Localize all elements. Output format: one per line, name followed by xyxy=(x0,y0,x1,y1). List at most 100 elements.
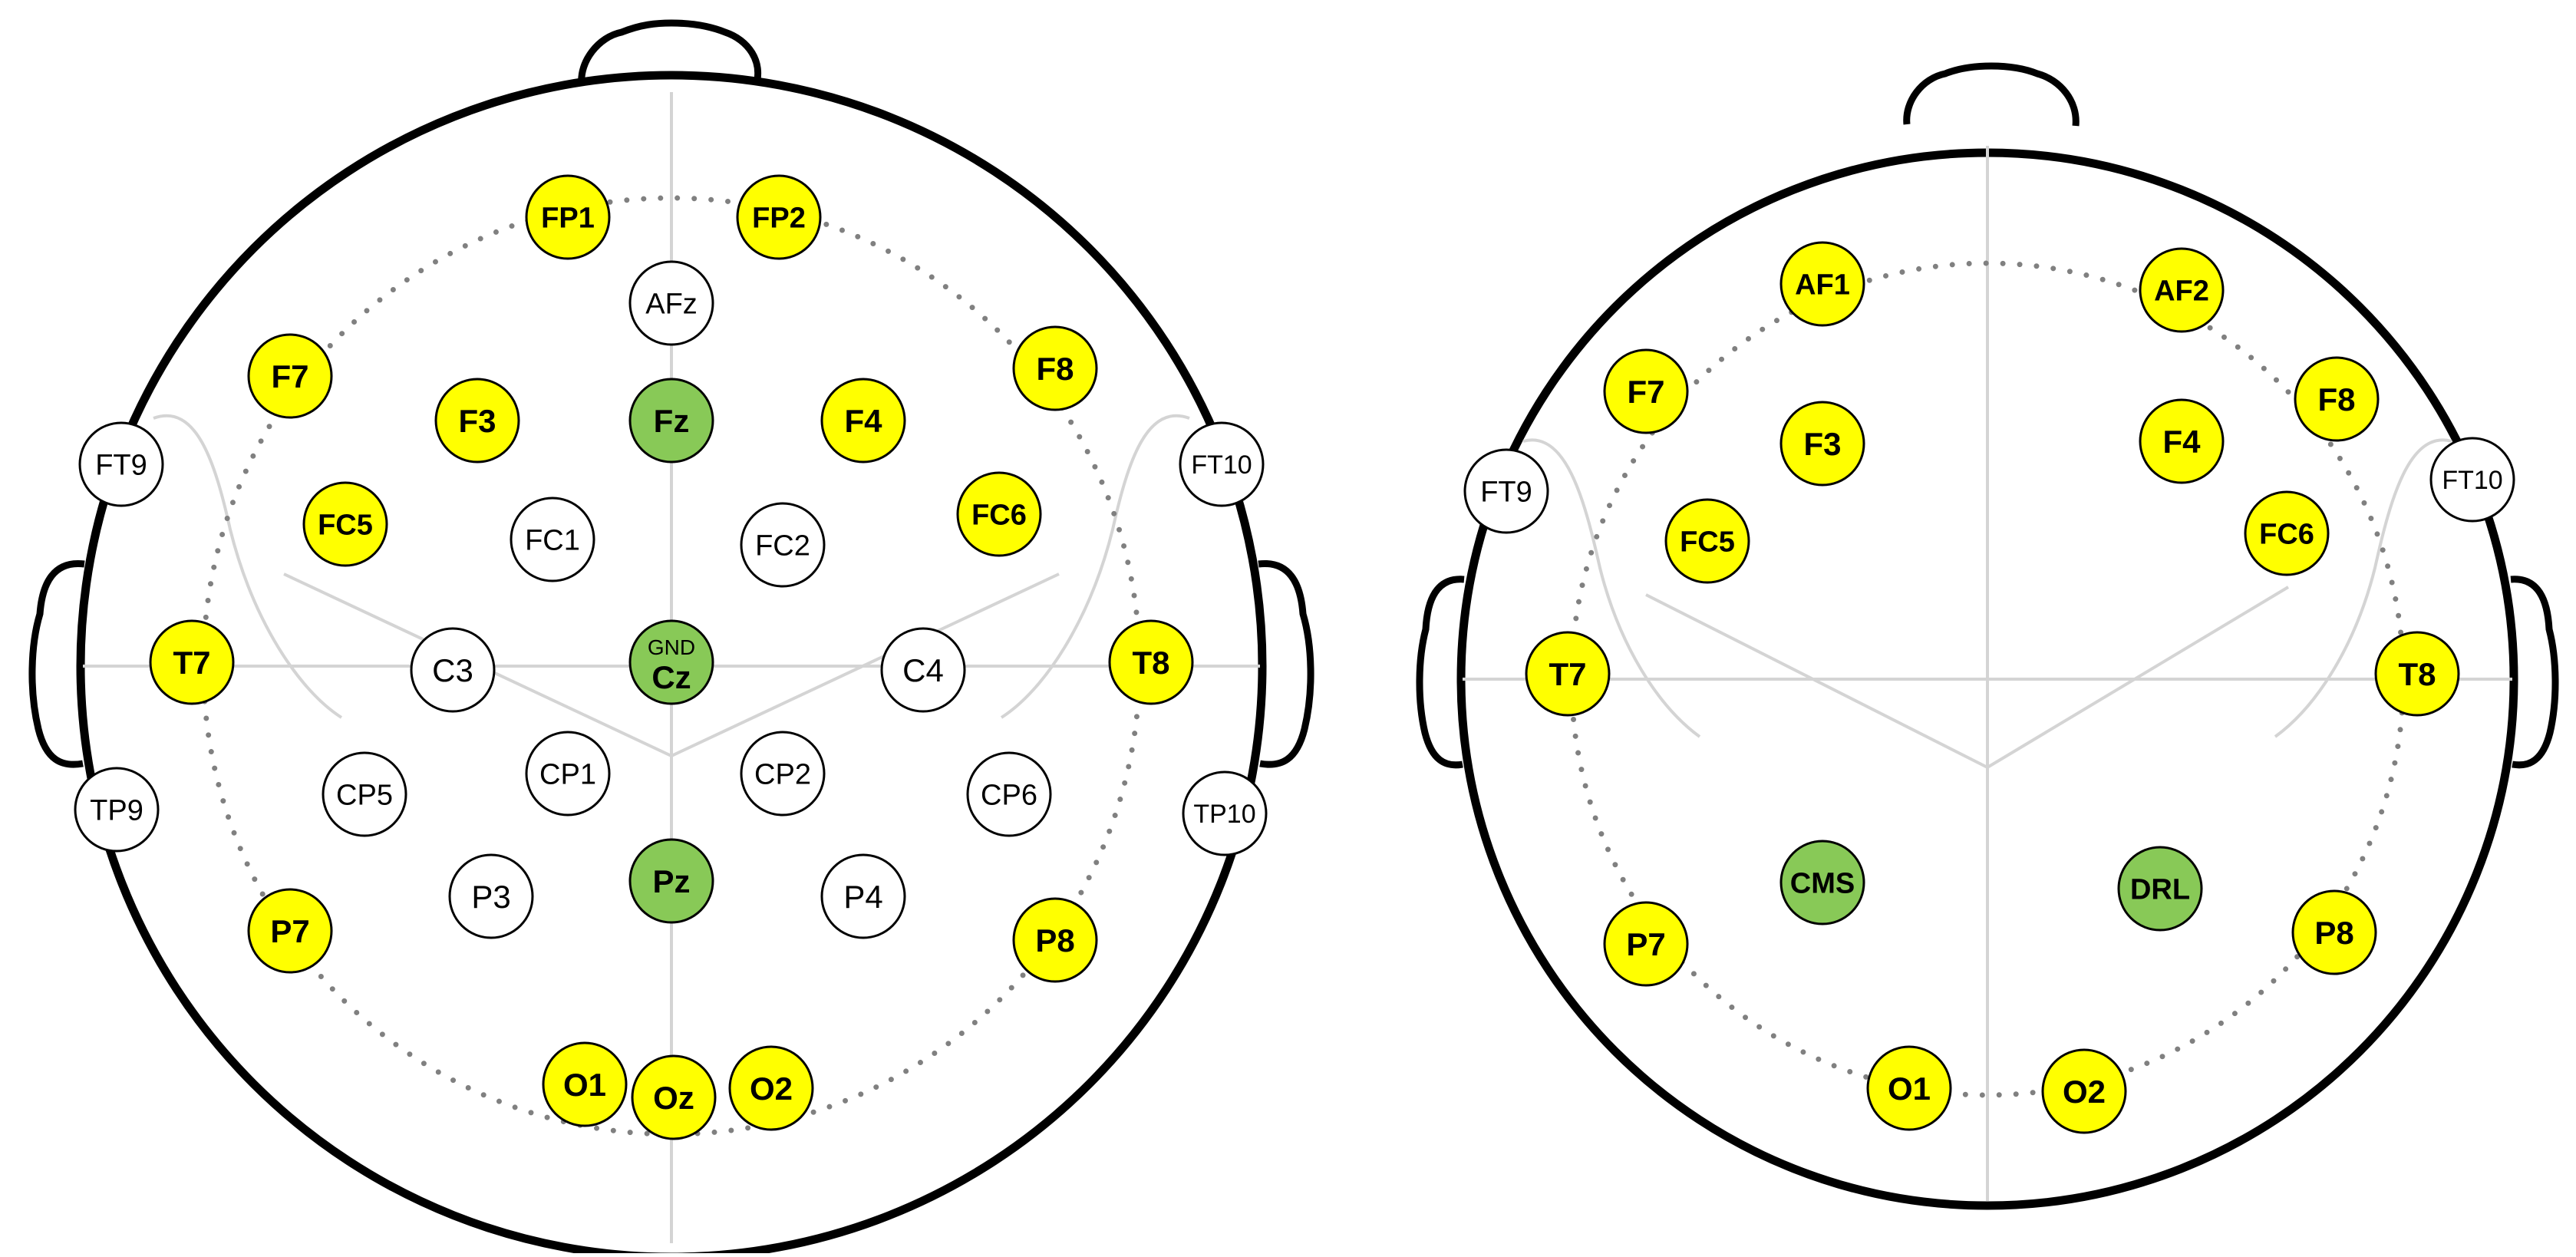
left-electrode-fp2: FP2 xyxy=(736,174,822,260)
left-electrode-c4-label: C4 xyxy=(902,652,944,688)
right-electrode-drl: DRL xyxy=(2117,846,2203,932)
left-electrode-c4: C4 xyxy=(880,627,966,713)
right-electrode-af1-label: AF1 xyxy=(1795,269,1850,302)
right-head-right-ear xyxy=(2510,576,2559,769)
right-electrode-f8-marker xyxy=(2294,356,2380,442)
left-head-right-ear xyxy=(1258,559,1314,768)
left-electrode-o1-marker xyxy=(542,1041,628,1127)
left-electrode-afz-label: AFz xyxy=(645,289,698,321)
left-electrode-t7-marker xyxy=(149,619,235,705)
left-electrode-ft10: FT10 xyxy=(1179,421,1265,507)
right-electrode-fc6-marker xyxy=(2244,490,2330,576)
right-electrode-drl-label: DRL xyxy=(2130,874,2190,906)
right-cortex-right-curve xyxy=(2274,438,2452,738)
right-electrode-af2-marker xyxy=(2139,247,2225,333)
right-electrode-ft9: FT9 xyxy=(1463,448,1549,534)
left-electrode-f7-marker xyxy=(247,333,333,419)
right-head-left-ear xyxy=(1416,576,1465,769)
left-electrode-p3: P3 xyxy=(448,853,534,939)
right-electrode-t7-marker xyxy=(1525,631,1611,717)
right-electrode-t8-marker xyxy=(2374,631,2460,717)
left-electrode-pz-label: Pz xyxy=(652,863,690,899)
right-electrode-cms-marker xyxy=(1779,840,1865,925)
left-electrode-fc1: FC1 xyxy=(510,497,595,582)
right-electrode-fc5-marker xyxy=(1664,498,1750,584)
left-electrode-fc1-marker xyxy=(510,497,595,582)
right-electrode-f7-marker xyxy=(1603,348,1689,434)
left-electrode-afz: AFz xyxy=(628,260,714,346)
left-ground-label: GND xyxy=(648,635,695,659)
right-electrode-af1-marker xyxy=(1779,241,1865,327)
right-electrode-o1-marker xyxy=(1866,1045,1952,1131)
right-electrode-ft10-marker xyxy=(2429,437,2515,523)
left-electrode-p8: P8 xyxy=(1012,897,1098,983)
left-electrode-f8-label: F8 xyxy=(1036,351,1074,387)
right-electrode-t8-label: T8 xyxy=(2398,656,2436,692)
left-electrode-cz-marker xyxy=(628,619,714,705)
left-electrode-cp6: CP6 xyxy=(966,751,1052,837)
left-electrode-f4-label: F4 xyxy=(844,403,882,439)
right-electrode-o2-label: O2 xyxy=(2063,1074,2106,1110)
left-electrode-cz-label: Cz xyxy=(651,659,691,695)
right-electrode-drl-marker xyxy=(2117,846,2203,932)
left-electrode-ft9-marker xyxy=(78,421,164,507)
left-electrode-p4-marker xyxy=(820,853,906,939)
right-electrode-f4: F4 xyxy=(2139,398,2225,484)
left-electrode-p8-label: P8 xyxy=(1035,922,1074,958)
left-electrode-cp5-marker xyxy=(322,751,407,837)
right-electrode-p7: P7 xyxy=(1603,901,1689,987)
left-electrode-fp2-marker xyxy=(736,174,822,260)
left-electrode-cp1-label: CP1 xyxy=(539,759,596,791)
left-electrode-f8: F8 xyxy=(1012,325,1098,411)
left-electrode-o1-label: O1 xyxy=(563,1067,606,1103)
left-electrode-p7-marker xyxy=(247,888,333,974)
left-electrode-p4: P4 xyxy=(820,853,906,939)
right-electrode-t7-label: T7 xyxy=(1549,656,1586,692)
left-electrode-ft9: FT9 xyxy=(78,421,164,507)
right-electrode-f8: F8 xyxy=(2294,356,2380,442)
left-electrode-oz-marker xyxy=(631,1054,717,1140)
left-electrode-ft10-marker xyxy=(1179,421,1265,507)
left-electrode-p7-label: P7 xyxy=(270,913,309,949)
left-electrode-f7: F7 xyxy=(247,333,333,419)
right-electrode-ft10-label: FT10 xyxy=(2442,466,2502,495)
right-electrode-ft9-label: FT9 xyxy=(1480,477,1532,509)
left-electrode-tp9-label: TP9 xyxy=(90,795,143,827)
right-electrode-f7: F7 xyxy=(1603,348,1689,434)
left-electrode-fc2-marker xyxy=(740,502,826,588)
right-electrode-f4-marker xyxy=(2139,398,2225,484)
left-electrode-pz: Pz xyxy=(628,838,714,924)
left-electrode-o2-marker xyxy=(728,1045,814,1131)
right-electrode-af2: AF2 xyxy=(2139,247,2225,333)
left-electrode-fc6-label: FC6 xyxy=(971,500,1027,532)
left-electrode-cp2-marker xyxy=(740,731,826,817)
right-electrode-o2: O2 xyxy=(2041,1048,2127,1134)
left-electrode-cp1-marker xyxy=(525,731,611,817)
left-electrode-c3: C3 xyxy=(410,627,496,713)
left-electrode-t8-label: T8 xyxy=(1132,645,1169,681)
left-electrode-fp1: FP1 xyxy=(525,174,611,260)
left-electrode-fz-marker xyxy=(628,378,714,464)
left-electrode-tp10: TP10 xyxy=(1182,770,1268,856)
left-electrode-t8-marker xyxy=(1108,619,1194,705)
right-electrode-t8: T8 xyxy=(2374,631,2460,717)
left-electrode-cp5-label: CP5 xyxy=(336,780,393,812)
left-electrode-fc2-label: FC2 xyxy=(755,530,810,563)
left-electrode-oz-label: Oz xyxy=(653,1080,694,1116)
left-electrode-ft9-label: FT9 xyxy=(95,450,147,482)
left-electrode-c3-label: C3 xyxy=(432,652,473,688)
left-electrode-f7-label: F7 xyxy=(271,358,308,394)
left-cortex-right-curve xyxy=(1000,414,1190,719)
right-electrode-p7-label: P7 xyxy=(1626,926,1665,962)
left-electrode-t7: T7 xyxy=(149,619,235,705)
left-electrode-p3-marker xyxy=(448,853,534,939)
left-electrode-fp2-label: FP2 xyxy=(752,203,806,235)
left-electrode-tp10-marker xyxy=(1182,770,1268,856)
left-electrode-p8-marker xyxy=(1012,897,1098,983)
left-electrode-o2: O2 xyxy=(728,1045,814,1131)
right-electrode-f3: F3 xyxy=(1779,401,1865,487)
left-electrode-pz-marker xyxy=(628,838,714,924)
